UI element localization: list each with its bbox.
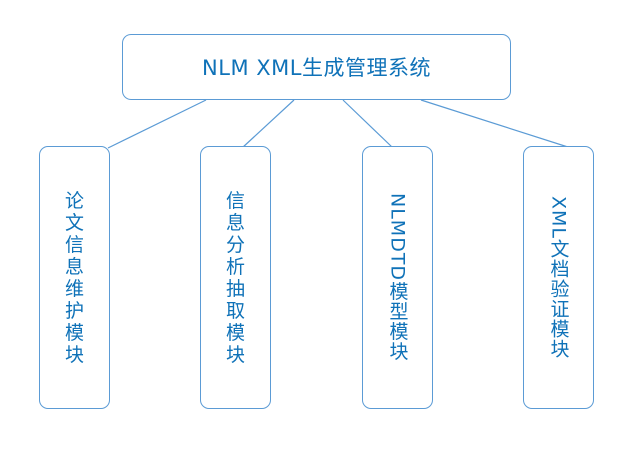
module-label: 论文信息维护模块 [64,189,84,366]
module-node-xml-validation: XML文档验证模块 [523,146,594,409]
connector-line [107,99,207,149]
connector-line [241,99,295,149]
module-label: XML文档验证模块 [547,196,570,359]
module-node-nlmdtd-model: NLMDTD模型模块 [362,146,433,409]
module-node-paper-info: 论文信息维护模块 [39,146,110,409]
root-title: NLM XML生成管理系统 [202,56,431,80]
connector-line [342,99,394,149]
module-label: NLMDTD模型模块 [386,193,409,362]
root-node: NLM XML生成管理系统 [122,34,511,100]
module-label: 信息分析抽取模块 [225,189,245,366]
connector-line [420,99,572,149]
module-node-info-extraction: 信息分析抽取模块 [200,146,271,409]
